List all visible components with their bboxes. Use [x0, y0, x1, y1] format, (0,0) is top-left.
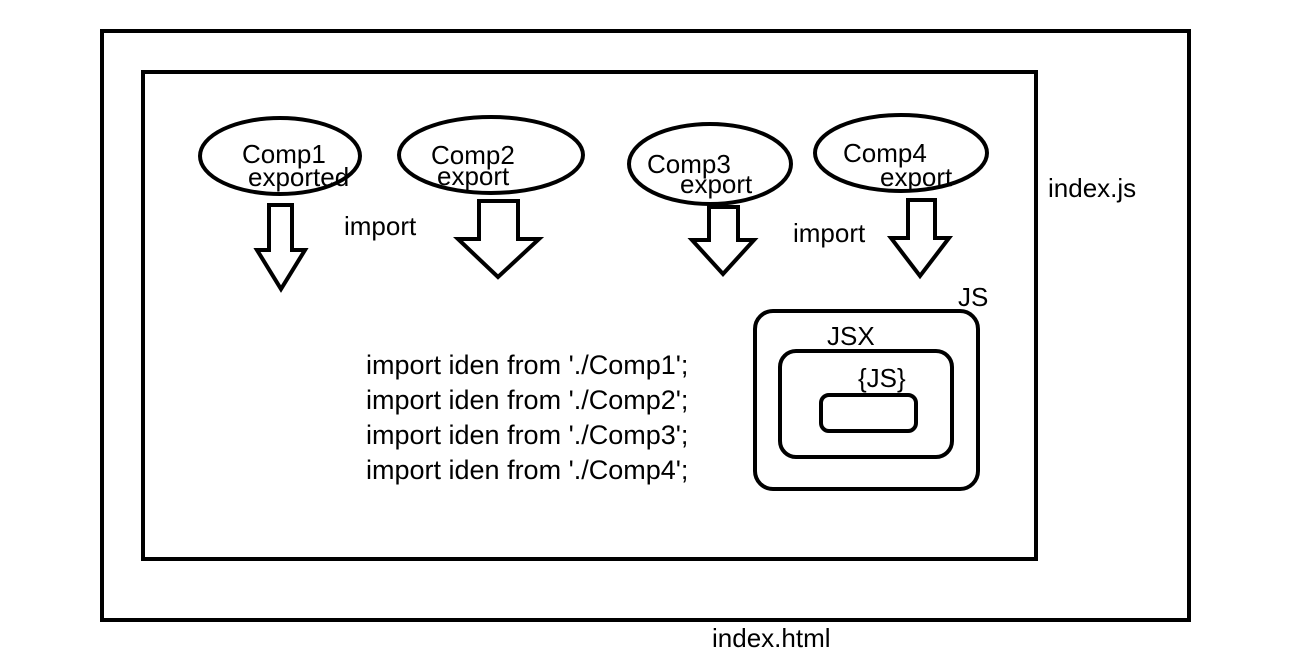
comp3-ellipse [627, 122, 793, 206]
jsx-box [778, 349, 954, 459]
index-js-label: index.js [1048, 173, 1136, 203]
component-comp3: Comp3 export [627, 122, 793, 206]
import-statements: import iden from './Comp1'; import iden … [366, 350, 688, 485]
index-js-box [141, 70, 1038, 561]
js-outer-box [753, 309, 980, 491]
comp2-status: export [437, 161, 510, 191]
index-html-box [100, 29, 1191, 622]
comp1-down-arrow [253, 203, 309, 293]
index-html-label: index.html [712, 623, 831, 653]
comp3-name: Comp3 [647, 149, 731, 179]
comp4-down-arrow [886, 198, 954, 280]
import-label-right: import [793, 218, 866, 248]
code-line-1: import iden from './Comp1'; [366, 350, 688, 380]
component-comp2: Comp2 export [397, 115, 585, 195]
comp4-name: Comp4 [843, 138, 927, 168]
comp3-down-arrow [687, 205, 759, 277]
js-inner-label: {JS} [858, 363, 906, 393]
component-comp4: Comp4 export [813, 113, 989, 193]
import-label-left: import [344, 211, 417, 241]
code-line-3: import iden from './Comp3'; [366, 420, 688, 450]
comp3-status: export [680, 169, 753, 199]
comp4-status: export [880, 162, 953, 192]
code-line-4: import iden from './Comp4'; [366, 455, 688, 485]
jsx-label: JSX [827, 321, 875, 351]
comp2-down-arrow [452, 199, 545, 280]
comp2-name: Comp2 [431, 140, 515, 170]
code-line-2: import iden from './Comp2'; [366, 385, 688, 415]
comp2-ellipse [397, 115, 585, 195]
comp1-name: Comp1 [242, 139, 326, 169]
component-comp1: Comp1 exported [198, 116, 362, 196]
js-inner-box [819, 393, 918, 433]
comp1-status: exported [248, 162, 349, 192]
comp4-ellipse [813, 113, 989, 193]
comp1-ellipse [198, 116, 362, 196]
js-outer-label: JS [958, 282, 988, 312]
